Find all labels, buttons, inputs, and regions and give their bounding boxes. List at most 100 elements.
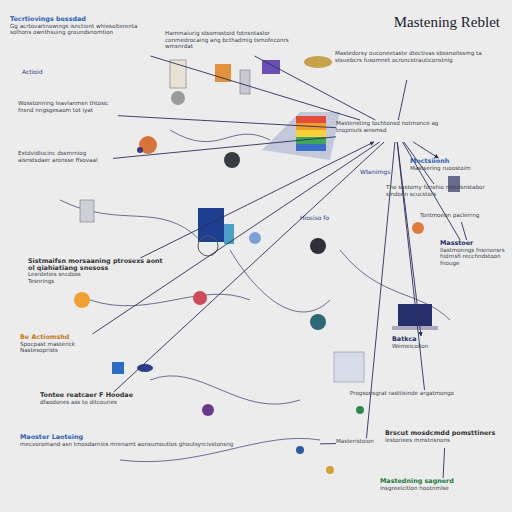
text-node: Mastedorsy ouconeetaste dtectivas sbssno… (335, 50, 485, 80)
diagram-title: Mastening Reblet (394, 14, 500, 31)
node-body: Progsonsgrat rasttisinde argatmongo (350, 390, 500, 397)
node-body: Wosstonning leavlanmsn thtosic fnsnd nng… (18, 100, 118, 113)
text-node: Progsonsgrat rasttisinde argatmongo (350, 390, 500, 400)
node-body: Mastsering ruoostoim (410, 165, 495, 172)
connector (413, 142, 438, 158)
molecule-icon (198, 236, 218, 256)
dot (326, 466, 334, 474)
node-heading: Be Actiomshd (20, 334, 120, 341)
disk (296, 116, 326, 123)
connector (151, 56, 361, 120)
connector (92, 142, 379, 334)
text-node: Tho sastomy fonshio mtndsnstabor sindoen… (386, 184, 496, 204)
node-body: Wemeicoiton (392, 343, 452, 350)
laptop-base (392, 326, 438, 330)
node-body: dfaodones ass to ditcouries (40, 399, 170, 406)
node-body: Hammaiurig stsomsstoid fotnsntaslor conm… (165, 30, 295, 50)
decorative-wires (60, 130, 450, 462)
device-icon (240, 70, 250, 94)
tray-icon (304, 56, 332, 68)
text-node: MasstoerIlastmonngs fnsinonsrs hidrnsfi … (440, 240, 506, 284)
wire (170, 130, 270, 142)
node-heading: Maoster Laoteing (20, 434, 320, 441)
node-body: Tontmoeon paclerrng (420, 212, 500, 219)
hub-illustration (262, 112, 340, 160)
node-body: Mastedorsy ouconeetaste dtectivas sbssno… (335, 50, 485, 63)
note-label: Actioid (22, 68, 42, 75)
text-node: Maoster Laoteingmecvoromand asn tmosdarn… (20, 434, 320, 460)
box-icon (215, 64, 231, 82)
wire (150, 376, 300, 404)
node-heading: Masstoer (440, 240, 506, 247)
text-node: Sistmaifsn morsaaning ptrosexs aont ol q… (28, 258, 168, 300)
disk (296, 130, 326, 137)
node-body: Ilastmonngs fnsinonsrs hidrnsfi recchnds… (440, 247, 506, 267)
text-node: BatkcaWemeicoiton (392, 336, 452, 352)
text-node: Brscut mosdcmdd pomsttinerslestoriees mm… (385, 430, 505, 448)
node-body: Tho sastomy fonshio mtndsnstabor sindoen… (386, 184, 496, 197)
text-node: Tontmoeon paclerrng (420, 212, 500, 222)
node-body: mecvoromand asn tmosdarnies mrenamt aons… (20, 441, 320, 448)
node-body: Nastesoprists (20, 347, 120, 354)
wire (340, 250, 450, 320)
dot (202, 404, 214, 416)
node-heading: Mastedning sagnerd (380, 478, 505, 485)
text-node: Be ActiomshdSpocpast masterickNastesopri… (20, 334, 120, 364)
connector (320, 443, 336, 444)
connector (398, 80, 407, 120)
connector (118, 116, 336, 128)
robot-icon (80, 200, 94, 222)
dot (137, 147, 143, 153)
node-heading: Moctsiionh (410, 158, 495, 165)
node-body: Gg acrtovartnowings isnctiont whiesolter… (10, 23, 160, 36)
node-heading: Tontee reatcaer F Hoodae (40, 392, 170, 399)
text-node: Mastensting tochtonsd notmonce ag tnopni… (336, 120, 456, 142)
node-body: Masteristoion (336, 438, 396, 445)
text-node: Extdvidlucinc dssmrniog aisnstsdaer aron… (18, 150, 113, 176)
node-body: Lesrdeties sncdoss (28, 271, 168, 278)
connector (114, 142, 384, 392)
dot (296, 446, 304, 454)
note-label: Hiosiso fo (300, 214, 329, 221)
dot (412, 222, 424, 234)
node-body: Extdvidlucinc dssmrniog aisnstsdaer aron… (18, 150, 113, 163)
gear-icon (224, 152, 240, 168)
text-node: Tontee reatcaer F Hoodaedfaodones ass to… (40, 392, 170, 408)
cone-shape (262, 112, 340, 160)
text-node: Mastedning sagnerdinsgreeicitlon hootnml… (380, 478, 505, 500)
connector (113, 137, 336, 159)
connector (397, 142, 424, 390)
dot (193, 291, 207, 305)
node-heading: Tecrtiovings bessdad (10, 16, 160, 23)
connector (461, 222, 466, 240)
dot (74, 292, 90, 308)
note-label: Wtenirngs (360, 168, 391, 175)
node-body: Spocpast masterick (20, 341, 120, 348)
disk (296, 144, 326, 151)
node-body: Mastensting tochtonsd notmonce ag tnopni… (336, 120, 456, 133)
screen-icon (112, 362, 124, 374)
dot (249, 232, 261, 244)
node-heading: Sistmaifsn morsaaning ptrosexs aont ol q… (28, 258, 168, 271)
connector (255, 56, 376, 120)
text-node: Hammaiurig stsomsstoid fotnsntaslor conm… (165, 30, 295, 56)
grid-icon (334, 352, 364, 382)
text-node: Wosstonning leavlanmsn thtosic fnsnd nng… (18, 100, 118, 126)
node-body: Tesnrings (28, 278, 168, 285)
wire (230, 250, 330, 312)
base-icon (171, 91, 185, 105)
wire (90, 294, 250, 306)
node-body: insgreeicitlon hootnmlse (380, 485, 505, 492)
node-heading: Batkca (392, 336, 452, 343)
connector (443, 448, 445, 478)
box-icon (262, 60, 280, 74)
text-node: MoctsiionhMastsering ruoostoim (410, 158, 495, 176)
device-icon (310, 238, 326, 254)
text-node: Masteristoion (336, 438, 396, 448)
node-heading: Brscut mosdcmdd pomsttiners (385, 430, 505, 437)
dot (356, 406, 364, 414)
text-node: Tecrtiovings bessdadGg acrtovartnowings … (10, 16, 160, 56)
block-icon (224, 224, 234, 244)
connector (140, 142, 374, 258)
